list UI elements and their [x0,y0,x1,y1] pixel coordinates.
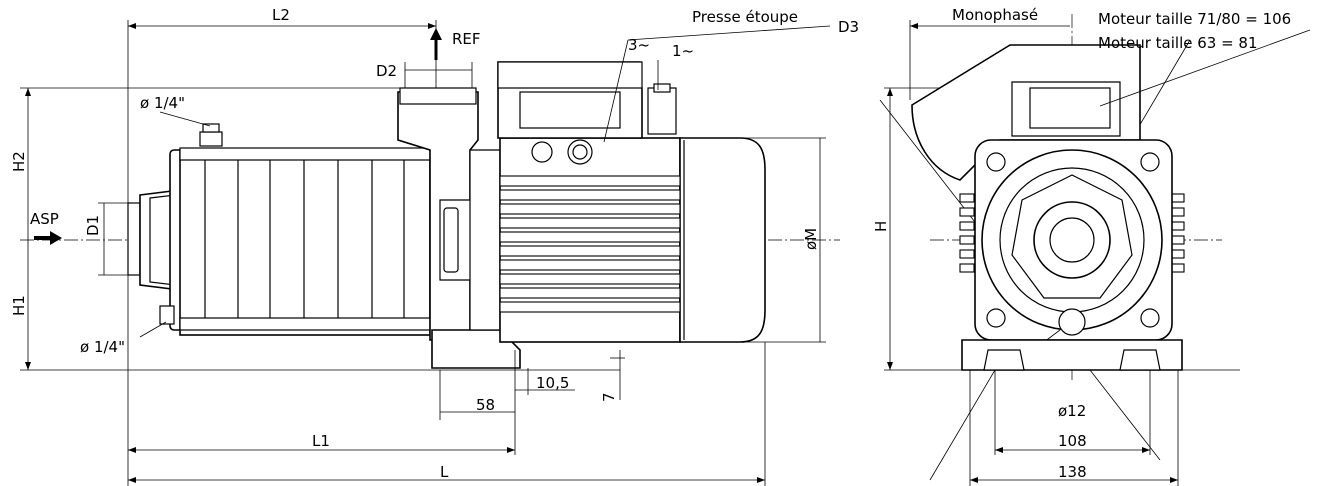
side-view [20,20,840,486]
label-dim-138: 138 [1058,463,1087,481]
label-D3: D3 [838,18,859,36]
label-L: L [440,463,449,481]
label-dim-o12: ø12 [1058,402,1086,420]
label-moteur-63: Moteur taille 63 = 81 [1098,34,1258,52]
label-L1: L1 [312,432,330,450]
label-dim-10-5: 10,5 [536,374,569,392]
label-H: H [872,221,890,232]
label-quarter-bottom: ø 1/4" [80,338,125,356]
label-H1: H1 [10,295,28,316]
label-one-phase: 1~ [672,42,694,60]
label-dim-58: 58 [476,396,495,414]
label-moteur-71-80: Moteur taille 71/80 = 106 [1098,10,1291,28]
label-D1: D1 [84,215,102,236]
label-presse-etoupe: Presse étoupe [692,8,798,26]
label-oM: øM [802,228,820,250]
label-monophase: Monophasé [952,6,1038,24]
label-quarter-top: ø 1/4" [140,94,185,112]
label-dim-7: 7 [600,392,618,402]
front-view [879,14,1311,486]
label-H2: H2 [10,151,28,172]
label-L2: L2 [272,6,290,24]
label-REF: REF [452,30,481,48]
label-three-phase: 3~ [628,36,650,54]
label-D2: D2 [376,62,397,80]
label-dim-108: 108 [1058,432,1087,450]
label-ASP: ASP [30,210,59,228]
